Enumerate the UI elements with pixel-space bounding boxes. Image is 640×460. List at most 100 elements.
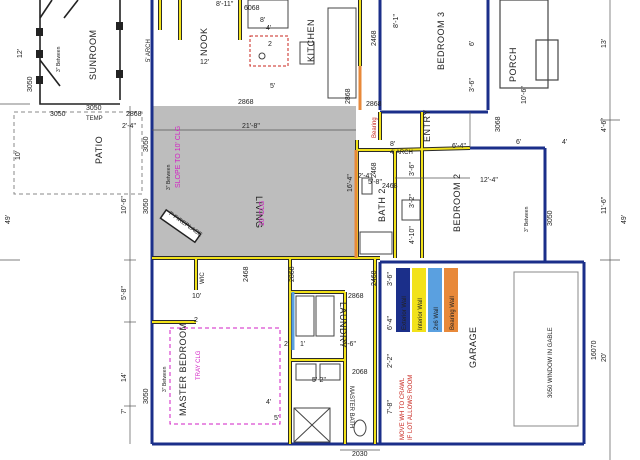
door-label: 3068	[495, 116, 502, 132]
door-label: 2030	[352, 451, 368, 458]
bath2-fixtures	[359, 177, 421, 255]
dim-label: 10'	[15, 151, 22, 160]
dim-label: 16070	[591, 340, 598, 360]
dim-label: 6'	[516, 139, 521, 146]
dim-label: 2'-2"	[387, 354, 394, 368]
window-label: 3050	[50, 111, 66, 118]
dim-label: 6'	[469, 41, 476, 46]
dim-label: 8'-11"	[216, 1, 234, 8]
tray-ceiling-annotation: TRAY CLG	[196, 350, 202, 380]
dim-label: 2	[268, 41, 272, 48]
legend-interior-label: Interior Wall	[418, 298, 424, 330]
dim-label: 2'-4"	[122, 123, 136, 130]
dim-label: 12'	[200, 59, 209, 66]
master-bath-label: MASTER BATH	[348, 386, 354, 428]
dim-label: 20'	[601, 353, 608, 362]
dim-label: 10'	[192, 293, 201, 300]
between-note-living: 3" Between	[166, 164, 172, 190]
dim-label: 3'-6"	[387, 272, 394, 286]
dim-label: 14'	[121, 373, 128, 382]
dim-label: 11'-6"	[601, 196, 608, 214]
dim-label: 7'	[121, 409, 128, 414]
living-label: LIVING	[254, 196, 264, 229]
wic-label: WIC	[200, 272, 206, 284]
dim-label: 4'	[562, 139, 567, 146]
door-label: 2068	[352, 369, 368, 376]
bearing-annotation: Bearing	[372, 117, 378, 138]
dim-label: 13'	[601, 39, 608, 48]
bath2-label: BATH 2	[377, 188, 387, 222]
dim-label: 2'-6"	[342, 341, 356, 348]
exterior-window-marks	[150, 128, 586, 406]
legend-bearing-label: Bearing Wall	[450, 296, 456, 330]
move-wh-note-2: IF LOT ALLOWS ROOM	[408, 375, 414, 440]
bedroom3-label: BEDROOM 3	[436, 11, 446, 70]
kitchen-label: KITCHEN	[306, 19, 316, 62]
dim-label: 2'-4"	[358, 173, 372, 180]
temp-label: TEMP	[86, 116, 103, 122]
door-label: 2868	[289, 266, 296, 282]
door-label: 2868	[238, 99, 254, 106]
laundry-label: LAUNDRY	[338, 302, 348, 348]
dim-label: 2'	[284, 341, 289, 348]
interior-walls-fill	[152, 0, 471, 444]
window-label: 3050	[547, 210, 554, 226]
patio-label: PATIO	[94, 136, 104, 164]
dim-label: 8'	[260, 17, 265, 24]
dim-label: 49'	[621, 215, 628, 224]
legend-exterior-label: Exterior Wall	[402, 296, 408, 330]
dim-label: 12'	[17, 49, 24, 58]
legend-exterior-swatch	[396, 268, 410, 332]
bedroom2-label: BEDROOM 2	[452, 173, 462, 232]
dim-label: 5'-8"	[368, 179, 382, 186]
door-label: 2468	[371, 270, 378, 286]
dim-label: 4'-10"	[409, 226, 416, 244]
door-label: 2468	[382, 183, 398, 190]
dim-label: 4'	[266, 399, 271, 406]
entry-label: ENTRY	[422, 109, 432, 142]
dim-label: 3'-2"	[409, 194, 416, 208]
kitchen-fixtures	[247, 0, 357, 99]
legend-2x6-swatch	[428, 268, 442, 332]
dim-label: 10'-6"	[521, 86, 528, 104]
arch-4-label-entry: 4' ARCH	[390, 150, 413, 156]
dim-label: 3'-6"	[409, 162, 416, 176]
dim-label: 10'-6"	[121, 196, 128, 214]
dimension-lines	[0, 0, 620, 460]
dim-label: 4'	[266, 25, 271, 32]
living-ceiling-annotation: 10' CLG	[259, 201, 266, 226]
sunroom-walls	[39, 0, 121, 105]
door-label: 2468	[371, 30, 378, 46]
dim-label: 5'	[274, 415, 279, 422]
door-label: 2868	[348, 293, 364, 300]
room-labels: SUNROOM NOOK KITCHEN BEDROOM 3 PORCH PAT…	[88, 11, 518, 428]
dim-label: 8'-1"	[393, 14, 400, 28]
door-label: 2468	[371, 162, 378, 178]
garage-label: GARAGE	[468, 326, 478, 368]
legend-interior-swatch	[412, 268, 426, 332]
window-label: 3050	[86, 105, 102, 112]
dim-label: 21'-8"	[242, 123, 260, 130]
wall-legend: Exterior Wall Interior Wall 2x6 Wall Bea…	[396, 268, 458, 332]
master-bedroom-label: MASTER BEDROOM	[178, 322, 188, 416]
dim-label: 5'	[270, 83, 275, 90]
sunroom-window-blocks	[36, 22, 123, 84]
door-label: 2868	[126, 111, 142, 118]
dim-label: 7'-8"	[387, 400, 394, 414]
dim-label: 16'-4"	[347, 174, 354, 192]
slope-annotation: SLOPE TO 10' CLG	[175, 126, 182, 188]
dim-label: 8'	[390, 141, 395, 148]
dim-label: 2	[194, 317, 198, 324]
window-label: 3050	[143, 388, 150, 404]
porch-label: PORCH	[508, 47, 518, 82]
dim-label: 5'-8"	[121, 286, 128, 300]
fireplace	[159, 208, 202, 244]
dim-label: 5'-2"	[312, 377, 326, 384]
bearing-walls	[354, 66, 362, 258]
move-wh-note-1: MOVE WH TO CRAWL	[400, 377, 406, 440]
dim-label: 4'-6"	[601, 118, 608, 132]
window-label: 3050	[27, 76, 34, 92]
legend-2x6-label: 2x6 Wall	[434, 307, 440, 330]
master-bath-fixtures	[293, 363, 367, 443]
dimension-labels: 8'-11" 12' 12' 5' 4' 8' 6' 3'-6" 13' 10'…	[5, 1, 628, 458]
